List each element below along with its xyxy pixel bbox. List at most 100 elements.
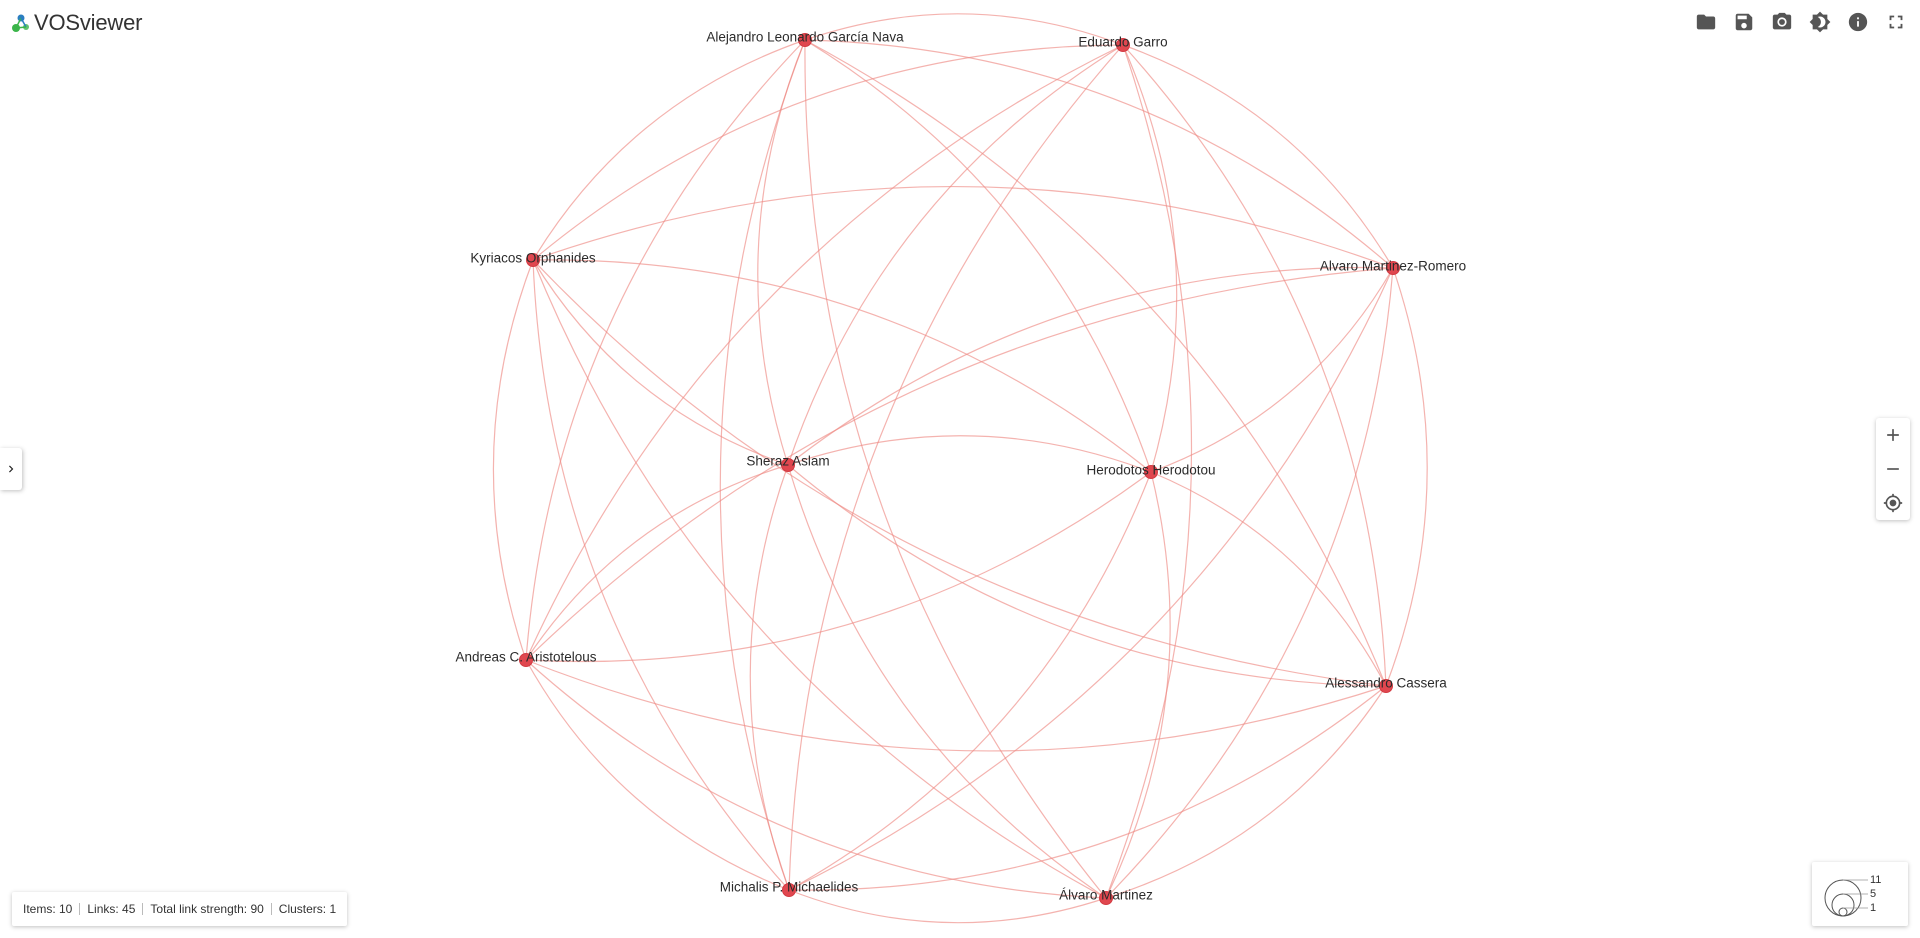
node-label[interactable]: Sheraz Aslam (746, 454, 829, 469)
network-link (1385, 267, 1428, 687)
network-link (532, 259, 1387, 687)
node-label[interactable]: Andreas C. Aristotelous (455, 650, 596, 665)
network-link (787, 464, 1107, 899)
network-node[interactable] (1379, 679, 1393, 693)
network-link (532, 39, 806, 261)
node-label[interactable]: Eduardo Garro (1078, 35, 1167, 50)
network-link (532, 259, 789, 466)
links-count: Links: 45 (87, 902, 136, 916)
network-link (788, 471, 1152, 891)
fullscreen-icon (1889, 15, 1903, 29)
network-link (1105, 685, 1387, 899)
network-link (1105, 471, 1171, 899)
network-link (719, 39, 806, 891)
app-logo: VOSviewer (10, 10, 142, 36)
legend-circle-medium (1831, 893, 1855, 917)
open-button[interactable] (1694, 10, 1718, 34)
legend-value-medium: 5 (1870, 888, 1876, 900)
side-panel-toggle[interactable] (0, 448, 22, 490)
network-node[interactable] (1386, 261, 1400, 275)
network-link (788, 267, 1394, 891)
nodes-layer (519, 33, 1400, 905)
fullscreen-button[interactable] (1884, 10, 1908, 34)
network-node[interactable] (781, 458, 795, 472)
network-link (1105, 267, 1394, 899)
status-divider (270, 903, 272, 915)
status-divider (142, 903, 144, 915)
network-link (1122, 44, 1178, 473)
network-link (532, 186, 1394, 269)
network-link (788, 889, 1107, 924)
save-button[interactable] (1732, 10, 1756, 34)
screenshot-button[interactable] (1770, 10, 1794, 34)
node-label[interactable]: Michalis P. Michaelides (720, 880, 859, 895)
plus-icon (1887, 429, 1899, 441)
save-icon (1735, 13, 1753, 31)
chevron-right-icon (9, 465, 14, 473)
network-link (525, 44, 1124, 661)
brightness-icon (1809, 11, 1831, 33)
network-link (492, 259, 534, 661)
network-link (525, 659, 790, 891)
top-toolbar (1694, 10, 1908, 34)
network-link (525, 659, 1387, 752)
node-label[interactable]: Alvaro Martinez-Romero (1320, 259, 1466, 274)
network-link (525, 39, 806, 661)
network-link (1122, 44, 1394, 269)
network-link (787, 44, 1124, 466)
total-link-strength: Total link strength: 90 (150, 902, 264, 916)
network-link (525, 267, 1394, 661)
locate-icon (1883, 493, 1903, 513)
info-button[interactable] (1846, 10, 1870, 34)
labels-layer: Alejandro Leonardo García Nava Eduardo Ga… (455, 30, 1466, 903)
node-label[interactable]: Alejandro Leonardo García Nava (706, 30, 904, 45)
node-label[interactable]: Álvaro Martinez (1059, 888, 1153, 903)
node-label[interactable]: Kyriacos Orphanides (470, 251, 596, 266)
status-divider (79, 903, 81, 915)
theme-button[interactable] (1808, 10, 1832, 34)
network-link (787, 464, 1387, 687)
network-node[interactable] (526, 253, 540, 267)
network-node[interactable] (519, 653, 533, 667)
network-link (804, 39, 1387, 687)
node-label[interactable]: Herodotos Herodotou (1086, 463, 1215, 478)
network-node[interactable] (1116, 38, 1130, 52)
minus-icon (1887, 468, 1899, 470)
reset-view-button[interactable] (1876, 486, 1910, 520)
camera-icon (1772, 12, 1792, 30)
network-link (787, 266, 1394, 466)
network-node[interactable] (798, 33, 812, 47)
folder-icon (1696, 14, 1716, 30)
network-link (525, 471, 1152, 663)
network-node[interactable] (1144, 465, 1158, 479)
legend-circle-large (1824, 879, 1862, 917)
status-bar: Items: 10 Links: 45 Total link strength:… (12, 892, 348, 926)
network-link (788, 44, 1124, 891)
zoom-controls (1876, 418, 1910, 520)
network-link (532, 44, 1124, 261)
network-link (804, 13, 1124, 46)
info-icon (1848, 12, 1868, 32)
network-link (757, 39, 806, 466)
app-name: VOSviewer (34, 10, 143, 35)
network-link (525, 659, 1107, 899)
size-legend-graphic: 11 5 1 (1824, 874, 1881, 917)
vosviewer-logo-icon (12, 14, 29, 32)
node-label[interactable]: Alessandro Cassera (1325, 676, 1447, 691)
network-node[interactable] (1099, 891, 1113, 905)
network-link (749, 464, 790, 891)
zoom-out-button[interactable] (1876, 452, 1910, 486)
network-link (1150, 267, 1394, 473)
network-link (1150, 471, 1387, 687)
network-link (525, 464, 789, 661)
size-legend: 11 5 1 (1812, 862, 1908, 926)
network-link (804, 39, 1152, 473)
network-link (532, 259, 790, 891)
network-link (532, 259, 1152, 473)
network-node[interactable] (782, 883, 796, 897)
clusters-count: Clusters: 1 (278, 902, 337, 916)
zoom-in-button[interactable] (1876, 418, 1910, 452)
network-link (1105, 44, 1193, 899)
